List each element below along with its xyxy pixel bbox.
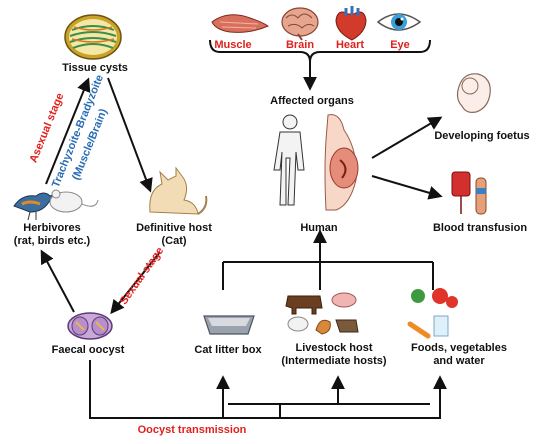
organ-label-heart: Heart: [335, 39, 365, 51]
arrow-human-to-foetus: [371, 116, 443, 159]
blood-bag-icon: [451, 171, 487, 215]
human-body-icon: [273, 114, 305, 206]
livestock-icons: [285, 292, 359, 335]
herbivores-label: Herbivores (rat, birds etc.): [4, 222, 100, 248]
tissue-cysts-label: Tissue cysts: [62, 62, 128, 74]
arrow-human-to-transfusion: [371, 175, 443, 200]
livestock-line2: (Intermediate hosts): [281, 355, 387, 367]
herbivores-line1: Herbivores: [23, 222, 81, 234]
oocyst-transmission-label: Oocyst transmission: [137, 424, 247, 436]
foods-line2: and water: [433, 355, 485, 367]
tissue-cyst-icon: [64, 14, 122, 60]
muscle-icon: [211, 14, 270, 33]
arrow-cysts-to-cat: [107, 77, 153, 193]
faecal-oocyst-label: Faecal oocyst: [51, 344, 125, 356]
arrow-cat-to-oocyst: [110, 251, 161, 315]
litter-box-icon: [203, 315, 255, 335]
brain-icon: [281, 7, 319, 41]
foods-line1: Foods, vegetables: [411, 342, 507, 354]
arrow-transmission-to-foods: [89, 360, 447, 419]
mouse-icon: [49, 189, 99, 213]
organ-label-eye: Eye: [390, 39, 410, 51]
arrow-transmission-to-livestock: [279, 375, 345, 418]
organ-label-muscle: Muscle: [214, 39, 252, 51]
bird-icon: [13, 192, 57, 221]
blood-transfusion-label: Blood transfusion: [432, 222, 528, 234]
cat-litter-box-label: Cat litter box: [194, 344, 262, 356]
livestock-host-label: Livestock host (Intermediate hosts): [274, 342, 394, 368]
heart-icon: [335, 6, 367, 41]
developing-foetus-label: Developing foetus: [434, 130, 530, 142]
livestock-line1: Livestock host: [295, 342, 373, 354]
oocyst-icon: [67, 312, 113, 340]
definitive-host-line1: Definitive host: [136, 222, 212, 234]
cat-icon: [149, 166, 208, 215]
definitive-host-label: Definitive host (Cat): [126, 222, 222, 248]
arrow-oocyst-to-herbivores: [40, 249, 75, 313]
herbivores-line2: (rat, birds etc.): [13, 235, 91, 247]
fetus-icon: [456, 73, 491, 113]
affected-organs-label: Affected organs: [270, 95, 354, 107]
foods-icons: [407, 288, 458, 339]
eye-icon: [376, 13, 422, 31]
arrow-herbivores-to-cysts: [45, 77, 91, 185]
human-label: Human: [300, 222, 338, 234]
organ-label-brain: Brain: [285, 39, 315, 51]
pregnant-woman-icon: [324, 114, 359, 211]
foods-label: Foods, vegetables and water: [404, 342, 514, 368]
definitive-host-line2: (Cat): [161, 235, 187, 247]
